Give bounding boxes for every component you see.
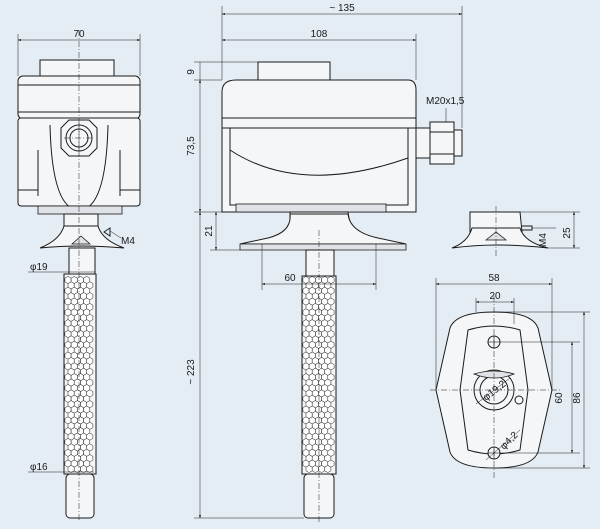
front-view: 70 φ19 φ16 M4 bbox=[17, 29, 141, 522]
side-cable-gland bbox=[415, 121, 463, 165]
mesh-cell bbox=[67, 465, 75, 473]
side-flange bbox=[239, 211, 407, 251]
flange-side-height: 25 bbox=[562, 227, 573, 239]
mesh-cell bbox=[73, 465, 81, 473]
mesh-cell bbox=[311, 465, 319, 473]
front-probe-shaft-diameter: φ16 bbox=[30, 462, 48, 473]
mesh-cell bbox=[318, 465, 325, 473]
flange-plan-width: 58 bbox=[488, 273, 500, 284]
mesh-cell bbox=[324, 465, 332, 473]
front-probe bbox=[63, 247, 97, 519]
side-gland-thread: M20x1,5 bbox=[426, 96, 465, 107]
side-view: ~ 135 108 9 M20x1,5 73,5 21 60 ~ 223 bbox=[186, 3, 465, 522]
flange-plan-view: 58 20 φ19,2 φ4,2 60 86 bbox=[430, 273, 590, 480]
side-housing bbox=[221, 61, 417, 213]
front-probe-tip-diameter: φ19 bbox=[30, 262, 48, 273]
flange-side-screw-label: M4 bbox=[538, 233, 549, 247]
side-flange-width: 60 bbox=[284, 273, 296, 284]
flange-plan-hole-distance: 60 bbox=[554, 392, 565, 404]
side-housing-length: 108 bbox=[311, 29, 328, 40]
side-housing-height: 73,5 bbox=[186, 136, 197, 156]
flange-plan-length: 86 bbox=[572, 392, 583, 404]
side-flange-height: 21 bbox=[204, 225, 215, 237]
mesh-cell bbox=[80, 465, 87, 473]
side-probe-mesh bbox=[302, 276, 335, 473]
mesh-cell bbox=[305, 465, 313, 473]
mesh-cell bbox=[86, 465, 94, 473]
flange-side-view: M4 25 bbox=[451, 206, 580, 256]
flange-plan-hole-spacing: 20 bbox=[489, 291, 501, 302]
front-screw-label: M4 bbox=[121, 236, 135, 247]
side-probe bbox=[301, 249, 337, 519]
front-width-dimension: 70 bbox=[73, 29, 85, 40]
front-flange bbox=[39, 213, 125, 249]
side-overall-length: ~ 135 bbox=[329, 3, 355, 14]
side-probe-length: ~ 223 bbox=[186, 359, 197, 385]
side-cap-height: 9 bbox=[186, 69, 197, 75]
